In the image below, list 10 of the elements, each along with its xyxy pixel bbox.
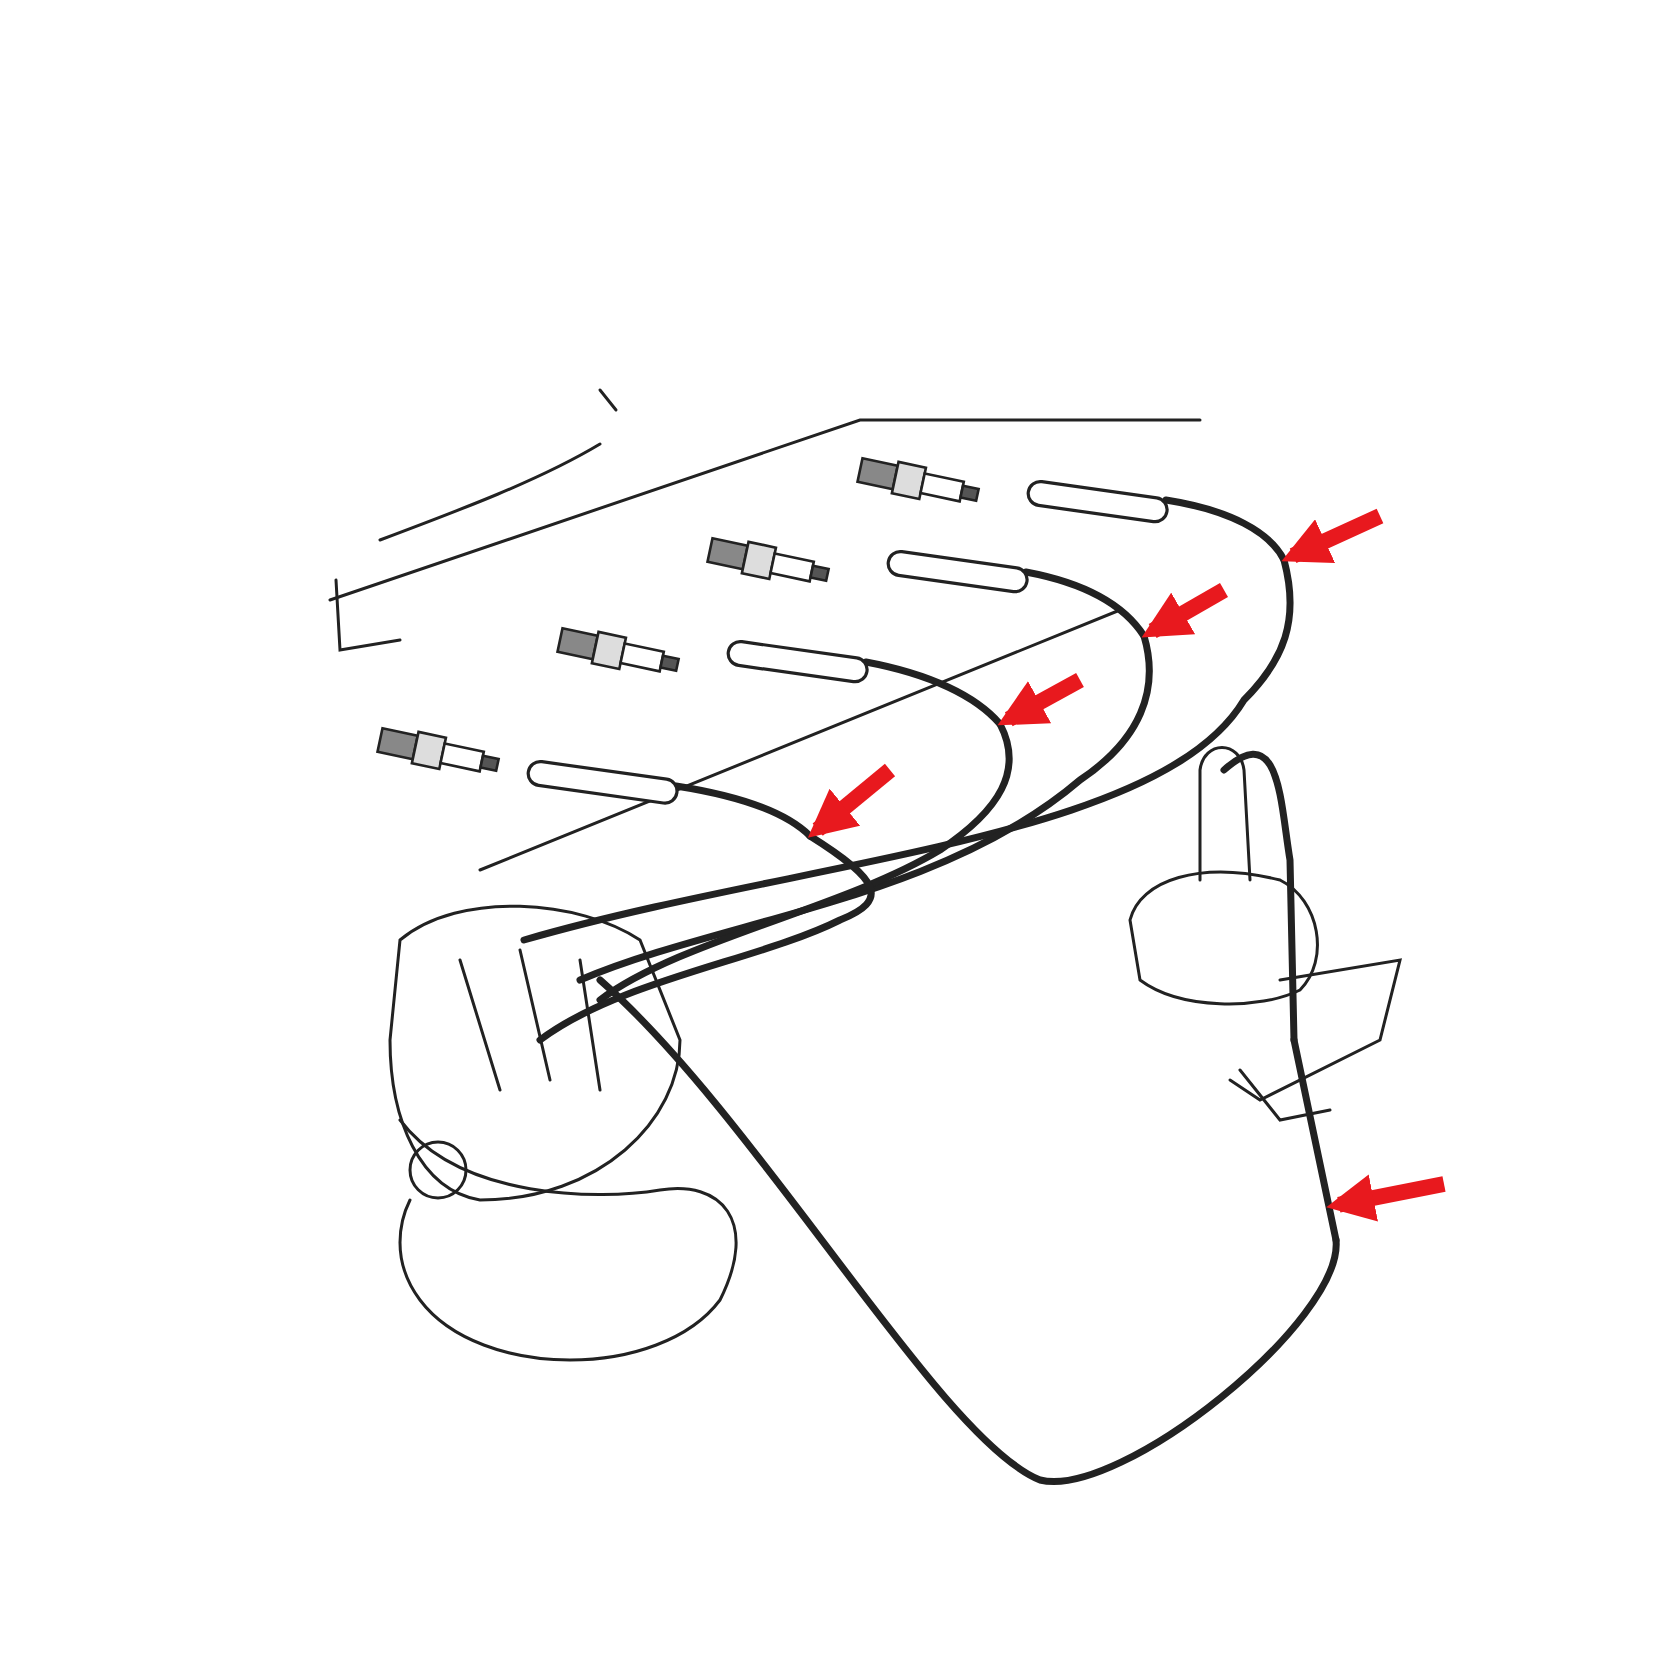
pointer-arrow: [997, 673, 1084, 727]
pointer-arrow: [1281, 508, 1384, 564]
ignition-wire: [525, 758, 814, 840]
pointer-arrow: [807, 763, 896, 838]
pointer-arrow: [1326, 1174, 1446, 1222]
ignition-wire: [1290, 1036, 1340, 1244]
ignition-wire: [1025, 478, 1288, 564]
ignition-wire: [885, 548, 1148, 640]
ignition-wire: [725, 638, 1004, 728]
pointer-arrow: [1141, 583, 1228, 638]
